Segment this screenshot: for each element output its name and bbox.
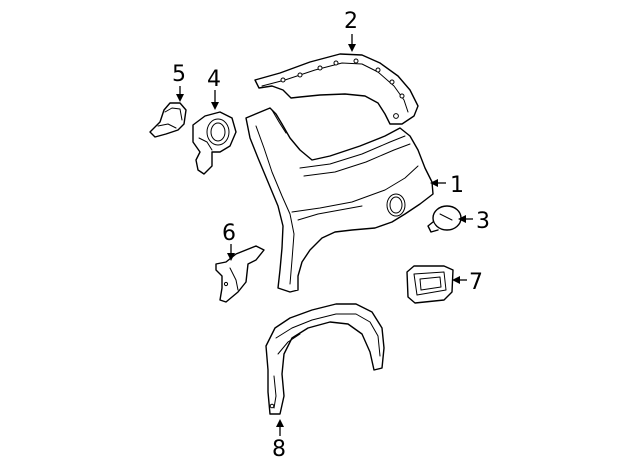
part-4-fuel-filler-housing [192,111,237,175]
part-1-quarter-panel [245,107,434,293]
part-2-upper-rail [254,53,419,125]
callout-7: 7 [469,270,483,295]
callout-labels: 2 5 4 1 3 6 7 8 [172,9,490,462]
part-5-bracket [149,102,187,138]
part-8-wheelhouse-liner [265,303,385,415]
callout-2: 2 [344,9,358,34]
callout-5: 5 [172,62,186,87]
callout-8: 8 [272,437,286,462]
callout-3: 3 [476,209,490,234]
callout-6: 6 [222,221,236,246]
callout-4: 4 [207,67,221,92]
part-7-vent [406,265,454,304]
part-3-fuel-door [427,205,462,233]
part-6-bracket [215,245,265,303]
callout-1: 1 [450,173,464,198]
leader-lines [176,34,473,436]
